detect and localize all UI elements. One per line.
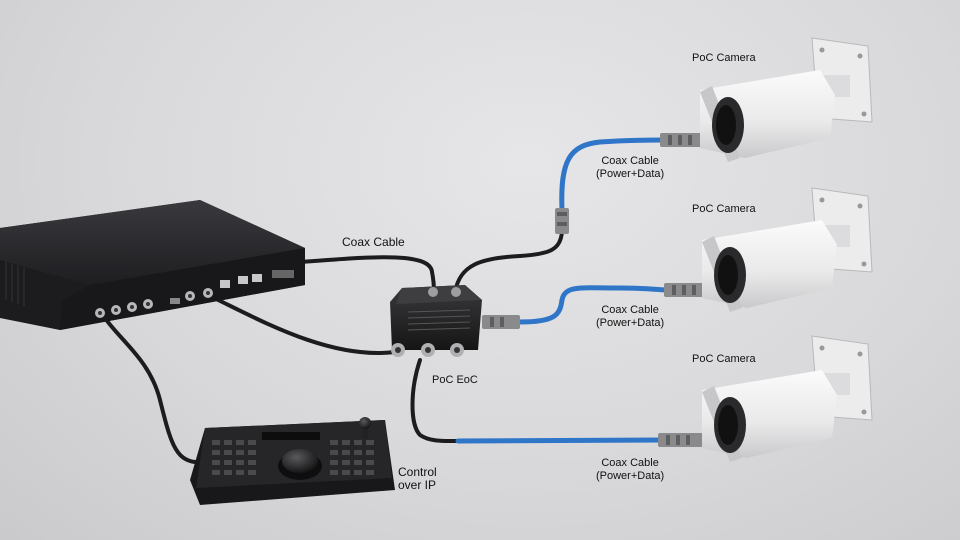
- cable-recorder-bnc-to-hub: [208, 294, 397, 355]
- camera-1-label: PoC Camera: [692, 52, 756, 64]
- coax-cam1-line2: (Power+Data): [596, 168, 665, 180]
- coax-cam3-line2: (Power+Data): [596, 470, 665, 482]
- coax-cable-main-label: Coax Cable: [342, 235, 405, 249]
- camera-2-label: PoC Camera: [692, 203, 756, 215]
- coax-cam3-line1: Coax Cable: [601, 457, 659, 469]
- poc-eoc-label: PoC EoC: [432, 374, 478, 386]
- control-over-ip-label: Control over IP: [398, 466, 437, 492]
- coax-cable-camera-3-label: Coax Cable (Power+Data): [596, 457, 664, 483]
- control-line1: Control: [398, 465, 437, 479]
- poc-eoc-hub: [390, 285, 482, 357]
- cable-recorder-to-keyboard: [103, 316, 197, 464]
- coax-cable-camera-1-label: Coax Cable (Power+Data): [596, 155, 664, 181]
- recorder-ports: [95, 270, 294, 318]
- coax-blue-camera3: [455, 437, 668, 444]
- coax-cable-recorder-to-hub: [298, 255, 436, 294]
- coax-cam1-line1: Coax Cable: [601, 155, 659, 167]
- cable-hub-to-camera1-lower: [453, 230, 564, 294]
- control-line2: over IP: [398, 478, 437, 492]
- coax-cam2-line1: Coax Cable: [601, 304, 659, 316]
- camera-1: [700, 37, 873, 162]
- coax-cam2-line2: (Power+Data): [596, 317, 665, 329]
- cable-hub-down: [410, 358, 460, 444]
- camera-3: [702, 335, 873, 462]
- coax-cable-camera-2-label: Coax Cable (Power+Data): [596, 304, 664, 330]
- coax-connectors: [482, 133, 710, 447]
- camera-3-label: PoC Camera: [692, 353, 756, 365]
- coax-blue-camera1: [559, 137, 668, 213]
- video-recorder: [0, 200, 305, 330]
- blue-coax-cables: [455, 137, 671, 444]
- coax-blue-camera2: [517, 285, 671, 325]
- ptz-control-keyboard: [190, 417, 395, 505]
- camera-2: [702, 187, 873, 312]
